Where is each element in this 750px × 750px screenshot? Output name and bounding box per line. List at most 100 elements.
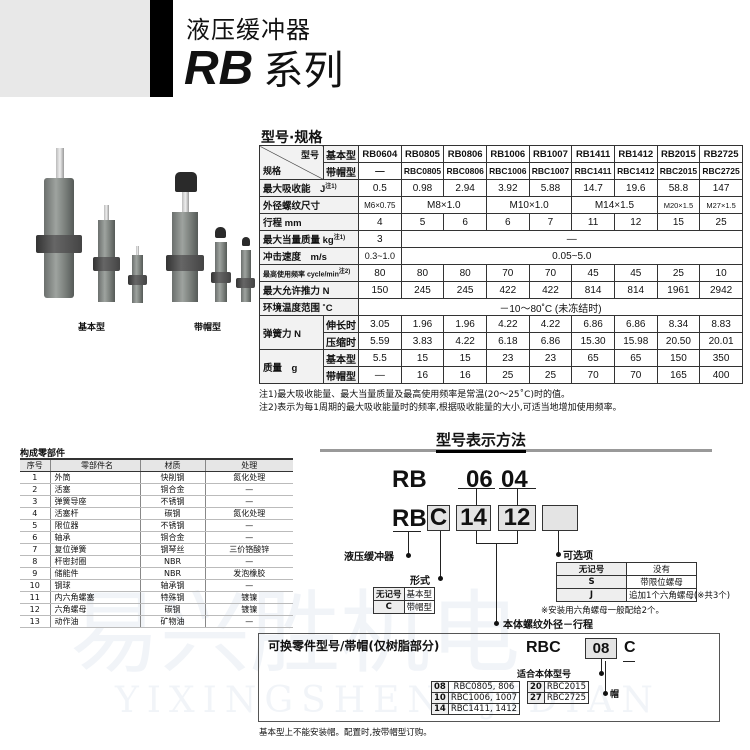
cell: 10 <box>431 692 449 704</box>
cell: 铜合金 <box>139 483 205 496</box>
header-black-bar <box>150 0 173 97</box>
cell: 27 <box>527 692 545 704</box>
cell: 9 <box>20 567 50 580</box>
cell: 3 <box>20 495 50 508</box>
table-row: 最大当量质量 kg注1) 3— <box>259 230 743 248</box>
cell: 氮化处理 <box>204 471 293 484</box>
basic-type-label: 基本型 <box>78 323 106 333</box>
cell: RBC2015 <box>543 681 590 693</box>
cell: — <box>204 495 293 508</box>
replacement-footnote: 基本型上不能安装帽。配置时,按带帽型订购。 <box>259 728 432 738</box>
cell: 活塞杆 <box>49 507 140 520</box>
cell: 矿物油 <box>139 615 205 628</box>
cell: 钢球 <box>49 579 140 592</box>
replacement-suffix: C <box>624 639 636 656</box>
cell: RBC0805, 806 <box>447 681 521 693</box>
cell: 镀镍 <box>204 603 293 616</box>
cell: 特殊钢 <box>139 591 205 604</box>
cell: — <box>204 615 293 628</box>
example-stroke: 04 <box>501 466 528 493</box>
table-row: 无记号没有 <box>556 562 697 576</box>
cap-label: 帽 <box>610 690 620 700</box>
cell: 钢琴丝 <box>139 543 205 556</box>
cell: 碳钢 <box>139 603 205 616</box>
cell: 镀镍 <box>204 591 293 604</box>
form-label: 形式 <box>410 576 430 587</box>
cell: 无记号 <box>556 562 627 576</box>
cell: 弹簧导座 <box>49 495 140 508</box>
cell: RBC2725 <box>543 692 590 704</box>
cell: 轴承钢 <box>139 579 205 592</box>
cell: J <box>556 588 627 602</box>
cell: NBR <box>139 567 205 580</box>
cell: 带限位螺母 <box>626 575 697 589</box>
table-header-row: 序号零部件名材质处理 <box>20 458 293 472</box>
cell: 1 <box>20 471 50 484</box>
cell: 杆密封圈 <box>49 555 140 568</box>
example-size: 06 <box>466 466 493 493</box>
example-prefix: RB <box>392 466 427 493</box>
cell: 六角螺母 <box>49 603 140 616</box>
parts-title: 构成零部件 <box>20 449 66 459</box>
cell: 追加1个六角螺母(※共3个) <box>626 588 730 602</box>
ordering-title: 型号表示方法 <box>436 429 527 453</box>
replacement-size-box: 08 <box>585 638 617 659</box>
form-code-box: C <box>427 505 450 531</box>
cell: 无记号 <box>373 587 405 601</box>
cell: 不锈钢 <box>139 495 205 508</box>
stroke-box: 12 <box>498 505 536 531</box>
series-suffix: 系列 <box>263 49 344 93</box>
cell: 复位弹簧 <box>49 543 140 556</box>
cell: 8 <box>20 555 50 568</box>
header-subtitle: 液压缓冲器 <box>186 16 311 44</box>
cell: 13 <box>20 615 50 628</box>
option-label: 可选项 <box>563 551 593 562</box>
cell: 7 <box>20 543 50 556</box>
cell: — <box>204 531 293 544</box>
table-row: 无记号基本型 <box>373 587 436 601</box>
code-prefix: RB <box>392 505 427 532</box>
cell: — <box>204 555 293 568</box>
cell: NBR <box>139 555 205 568</box>
corner-cell: 型号 规格 <box>259 145 324 180</box>
cell: 三价铬酸锌 <box>204 543 293 556</box>
cell: 2 <box>20 483 50 496</box>
option-note: ※安装用六角螺母一般配给2个。 <box>541 606 665 616</box>
cell: 12 <box>20 603 50 616</box>
replacement-prefix: RBC <box>526 639 561 656</box>
size-box: 14 <box>456 505 491 531</box>
cell: 10 <box>20 579 50 592</box>
cell: — <box>204 483 293 496</box>
replacement-box <box>258 633 720 722</box>
cell: 活塞 <box>49 483 140 496</box>
cell: 碳钢 <box>139 507 205 520</box>
